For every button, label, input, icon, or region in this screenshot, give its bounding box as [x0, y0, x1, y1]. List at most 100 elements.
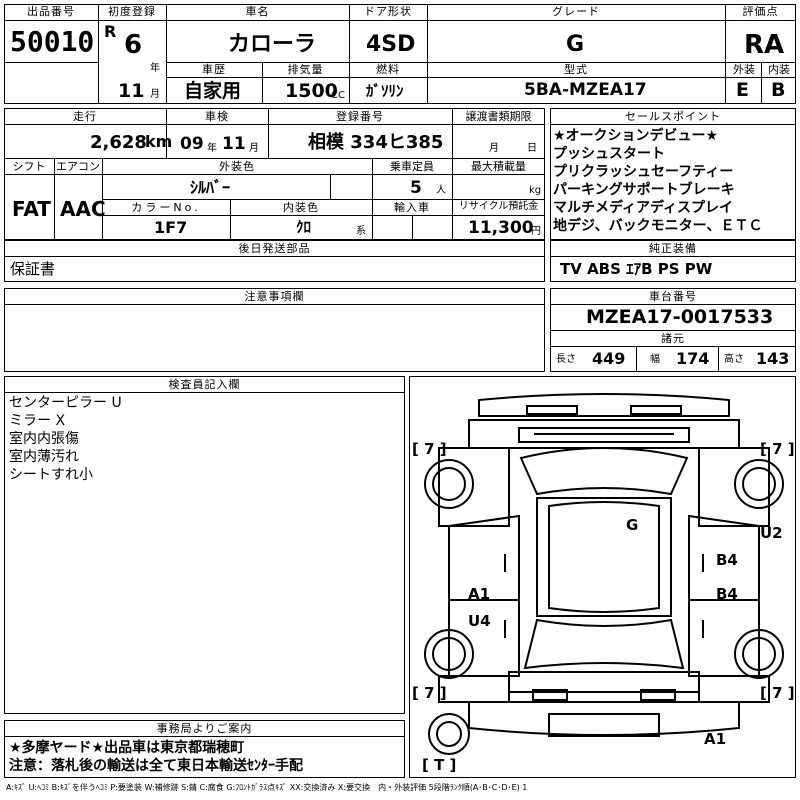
color-no-label: カラーNo.: [131, 201, 201, 214]
damage-diagram-box: [409, 376, 796, 778]
capacity-value: 5: [410, 178, 422, 198]
grade-label: グレード: [552, 5, 600, 18]
later-parts-value: 保証書: [10, 260, 56, 278]
mileage-label: 走行: [73, 110, 97, 123]
damage-right-front-door: B4: [716, 551, 738, 569]
tire-rear-right-label: [ 7 ]: [760, 684, 795, 702]
notes-box: [4, 288, 545, 372]
inspector-note: ミラー X: [9, 413, 66, 429]
era-label: R: [104, 22, 117, 41]
car-outline-diagram: [424, 393, 784, 755]
inspector-box: [4, 376, 405, 714]
genuine-value: TV ABS ｴｱB PS PW: [560, 260, 713, 278]
history-label: 車歴: [202, 63, 226, 76]
recycle-value: 11,300: [468, 218, 534, 238]
lot-no-value: 50010: [10, 25, 95, 58]
score-label: 評価点: [742, 5, 779, 18]
later-parts-label: 後日発送部品: [238, 242, 311, 255]
damage-right-rear-door: B4: [716, 585, 738, 603]
capacity-label: 乗車定員: [390, 160, 434, 173]
ext-color-label: 外装色: [219, 160, 255, 173]
spare-tire-label: [ T ]: [422, 756, 457, 774]
vehicle-summary-box: [4, 4, 796, 104]
aircon-label: エアコン: [56, 160, 100, 173]
km-unit: km: [145, 132, 173, 151]
ext-label: 外装: [733, 63, 755, 76]
insp-year-unit: 年: [207, 143, 217, 154]
sale-point-item: ★オークションデビュー★: [553, 128, 719, 144]
inspection-label: 車検: [205, 110, 229, 123]
genuine-equipment-box: [550, 240, 796, 282]
int-label: 内装: [768, 63, 790, 76]
shift-value: FAT: [12, 197, 51, 221]
deadline-month-unit: 月: [489, 143, 499, 154]
office-label: 事務局よりご案内: [156, 722, 253, 735]
inspector-note: センターピラー U: [9, 395, 122, 411]
notes-label: 注意事項欄: [244, 290, 305, 303]
reg-no-label: 登録番号: [336, 110, 384, 123]
aircon-value: AAC: [60, 197, 106, 221]
max-load-label: 最大積載量: [471, 160, 526, 173]
history-value: 自家用: [184, 80, 242, 102]
width-label: 幅: [650, 354, 660, 365]
first-reg-month: 11: [118, 80, 145, 102]
displacement-value: 1500: [285, 80, 338, 102]
door-value: 4SD: [366, 32, 416, 57]
model-code-label: 型式: [564, 63, 588, 76]
sale-point-item: パーキングサポートブレーキ: [553, 182, 735, 198]
damage-left-front-door: A1: [468, 585, 491, 603]
chassis-label: 車台番号: [649, 290, 697, 303]
dims-label: 諸元: [661, 332, 685, 345]
sale-point-item: マルチメディアディスプレイ: [553, 200, 734, 216]
first-reg-label: 初度登録: [108, 5, 156, 18]
month-unit: 月: [150, 89, 160, 100]
width-value: 174: [676, 349, 710, 368]
door-label: ドア形状: [364, 5, 412, 18]
damage-roof: G: [626, 516, 639, 534]
length-value: 449: [592, 349, 626, 368]
year-unit: 年: [150, 63, 160, 74]
genuine-label: 純正装備: [649, 242, 697, 255]
model-code-value: 5BA-MZEA17: [524, 80, 647, 100]
sale-point-item: 地デジ、バックモニター、ＥＴＣ: [553, 218, 763, 234]
kei-unit: 系: [356, 226, 366, 237]
cc-unit: CC: [331, 90, 345, 101]
persons-unit: 人: [436, 185, 446, 196]
chassis-value: MZEA17-0017533: [586, 306, 774, 328]
fuel-value: ｶﾞｿﾘﾝ: [366, 82, 404, 100]
ext-color-value: ｼﾙﾊﾞｰ: [190, 178, 231, 197]
shift-label: シフト: [12, 160, 46, 173]
reg-no-value: 相模 334ヒ385: [308, 132, 444, 153]
displacement-label: 排気量: [287, 63, 324, 76]
office-note-1: ★多摩ヤード★出品車は東京都瑞穂町: [9, 740, 245, 756]
tire-rear-left-label: [ 7 ]: [412, 684, 447, 702]
mileage-value: 2,628: [90, 132, 147, 153]
damage-code-legend: A:ｷｽﾞ U:ﾍｺﾐ B:ｷｽﾞを伴うﾍｺﾐ P:要塗装 W:補修跡 S:錆 …: [6, 783, 528, 792]
car-name-label: 車名: [245, 5, 270, 18]
damage-right-pillar: U2: [760, 524, 783, 542]
score-value: RA: [744, 30, 785, 60]
ext-grade-value: E: [736, 79, 749, 101]
yen-unit: 円: [531, 226, 541, 237]
office-note-2: 注意：落札後の輸送は全て東日本輸送ｾﾝﾀｰ手配: [9, 758, 303, 774]
first-reg-year: 6: [124, 30, 143, 60]
inspector-note: 室内内張傷: [9, 431, 79, 447]
kg-unit: kg: [529, 185, 542, 196]
length-label: 長さ: [556, 354, 576, 365]
fuel-label: 燃料: [376, 63, 400, 76]
import-label: 輸入車: [394, 201, 430, 214]
int-color-value: ｸﾛ: [296, 218, 312, 236]
sale-points-list: ★オークションデビュー★ プッシュスタート プリクラッシュセーフティー パーキン…: [553, 129, 793, 237]
tire-front-right-label: [ 7 ]: [760, 440, 795, 458]
height-value: 143: [756, 349, 790, 368]
sale-points-label: セールスポイント: [625, 110, 721, 123]
office-box: [4, 720, 405, 778]
tire-front-left-label: [ 7 ]: [412, 440, 447, 458]
inspector-note: 室内薄汚れ: [9, 449, 79, 465]
inspector-label: 検査員記入欄: [168, 378, 241, 391]
lot-no-label: 出品番号: [27, 5, 75, 18]
inspector-notes-list: センターピラー U ミラー X 室内内張傷 室内薄汚れ シートすれ小: [9, 396, 122, 486]
deadline-day-unit: 日: [527, 143, 537, 154]
inspector-note: シートすれ小: [9, 467, 93, 483]
color-no-value: 1F7: [154, 218, 188, 237]
